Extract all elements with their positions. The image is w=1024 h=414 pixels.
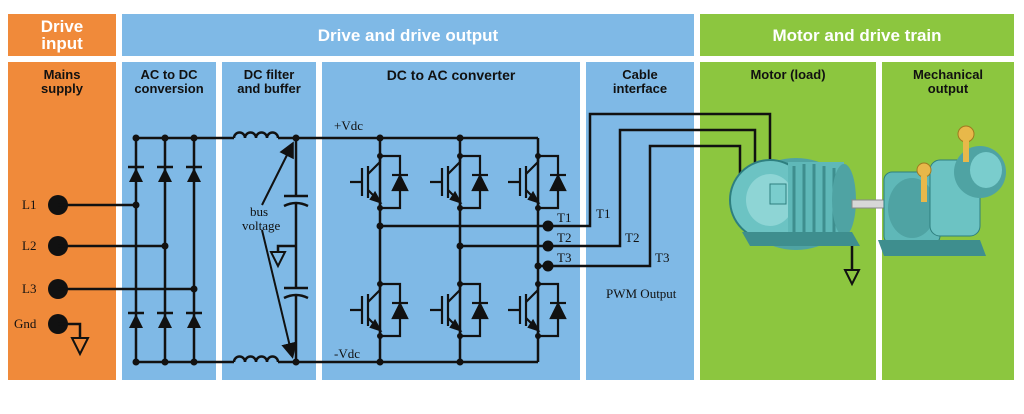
t3-inverter-label: T3 [557, 250, 571, 265]
motor-title: Motor (load) [750, 67, 826, 82]
drive-output-header-panel [122, 14, 694, 56]
motor-cable [548, 112, 772, 268]
ac-dc-title: AC to DC conversion [134, 67, 204, 96]
igbt-lower-1 [350, 281, 409, 339]
neg-vdc-label: -Vdc [334, 346, 360, 361]
l2-label: L2 [22, 238, 36, 253]
dc-filter-panel [222, 62, 316, 380]
input-terminals [48, 195, 194, 357]
igbt-lower-2 [430, 281, 489, 339]
t2-cable-label: T2 [625, 230, 639, 245]
ground-symbol [70, 337, 90, 357]
dc-ac-title: DC to AC converter [386, 67, 516, 83]
drive-output-title: Drive and drive output [317, 25, 499, 45]
dc-filter-title: DC filter and buffer [237, 67, 301, 96]
inductor-bottom [232, 355, 280, 363]
l1-label: L1 [22, 197, 36, 212]
igbt-lower-3 [508, 281, 567, 339]
pos-vdc-label: +Vdc [334, 118, 363, 133]
mains-title: Mains supply [41, 67, 83, 96]
drive-input-title: Drive input [40, 17, 84, 53]
motor-train-header-panel [700, 14, 1014, 56]
igbt-switches [350, 153, 567, 339]
l3-label: L3 [22, 281, 36, 296]
motor-train-title: Motor and drive train [772, 25, 942, 45]
t1-inverter-label: T1 [557, 210, 571, 225]
pwm-output-label: PWM Output [606, 286, 677, 301]
drive-input-header-panel [8, 14, 116, 56]
rectifier-bridge [128, 134, 334, 366]
inductor-top [232, 131, 280, 139]
inverter [334, 134, 548, 366]
cable-title: Cable interface [612, 67, 668, 96]
dc-filter [232, 130, 309, 370]
gnd-label: Gnd [14, 316, 37, 331]
igbt-upper-3 [508, 153, 567, 211]
t1-cable-label: T1 [596, 206, 610, 221]
igbt-upper-2 [430, 153, 489, 211]
igbt-upper-1 [350, 153, 409, 211]
gearbox-illustration [878, 125, 1006, 256]
t3-cable-label: T3 [655, 250, 669, 265]
motor-illustration [729, 158, 887, 287]
t2-inverter-label: T2 [557, 230, 571, 245]
mech-title: Mechanical output [912, 67, 984, 96]
